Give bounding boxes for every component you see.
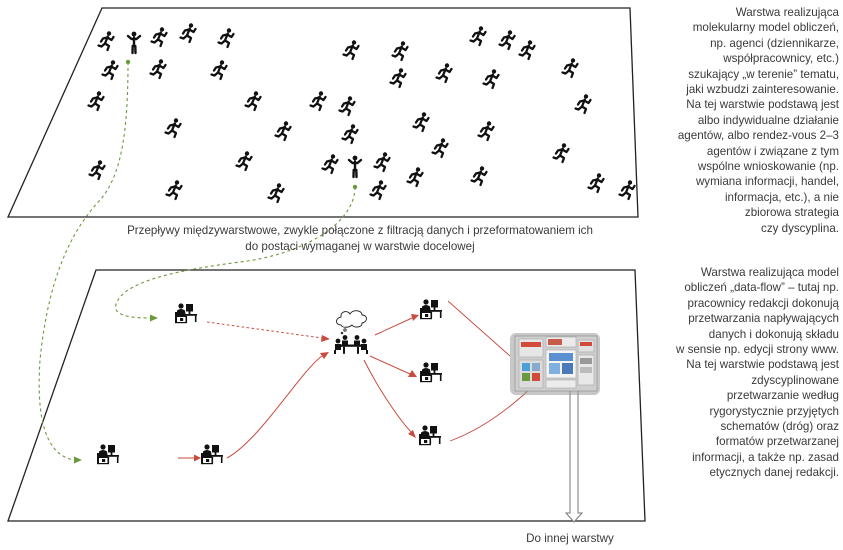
text-line: danych i dokonują składu — [708, 327, 839, 341]
text-line: jaki wzbudzi zainteresowanie. — [686, 83, 839, 97]
data-flow-arrowheads — [194, 314, 419, 462]
thought-cloud-icon — [336, 310, 367, 335]
text-line: rygorystycznie przyjętych — [709, 404, 839, 418]
output-label: Do innej warstwy — [526, 532, 614, 545]
text-line: szukający „w terenie” tematu, — [688, 67, 839, 81]
text-line: formatów przetwarzanej — [715, 435, 839, 449]
text-line: obliczeń „data-flow” – tutaj np. — [684, 281, 839, 295]
text-line: pracownicy redakcji dokonują — [687, 296, 839, 310]
text-line: zbiorowa strategia — [744, 206, 839, 220]
text-line: przetwarzanie według — [726, 389, 839, 403]
output-arrow — [564, 381, 584, 523]
flow-arrowhead — [150, 314, 158, 322]
text-line: Warstwa realizująca — [735, 6, 839, 19]
text-line: czy dyscyplina. — [761, 221, 839, 235]
text-line: informacji, a także np. zasad — [692, 450, 839, 464]
text-line: zdyscyplinowane — [751, 373, 839, 387]
text-line: wymiana informacji, handel, — [695, 175, 839, 189]
text-line: schematów (dróg) oraz — [720, 420, 839, 434]
text-line: agentów, albo rendez-vous 2–3 — [677, 129, 839, 143]
text-line: molekularny model obliczeń, — [692, 21, 839, 35]
text-line: Na tej warstwie podstawą jest — [686, 358, 839, 372]
text-line: współpracownicy, etc.) — [723, 52, 839, 66]
flow-start-dot — [352, 184, 358, 190]
text-line: etycznych danej redakcji. — [709, 466, 839, 480]
inter-layer-flows — [38, 61, 356, 461]
text-line: wspólne wnioskowanie (np. — [697, 160, 839, 174]
text-line: przetwarzania napływających — [688, 312, 839, 326]
bottom-layer-description: Warstwa realizująca model obliczeń „data-… — [676, 265, 839, 481]
top-layer-plane — [6, 7, 639, 218]
text-line: do postaci wymaganej w warstwie docelowe… — [245, 240, 475, 253]
text-line: w sensie np. edycji strony www. — [675, 343, 839, 357]
inter-layer-flow-label: Przepływy międzywarstwowe, zwykle połącz… — [60, 223, 660, 255]
flow-arrowhead — [74, 456, 82, 464]
website-collage-icon — [510, 333, 600, 395]
text-line: albo indywidualne działanie — [697, 113, 839, 127]
text-line: Warstwa realizująca model — [700, 266, 839, 279]
text-line: Na tej warstwie podstawą jest — [686, 98, 839, 112]
bottom-layer-plane — [7, 269, 646, 522]
data-flow-arrows — [178, 300, 534, 459]
top-layer-description: Warstwa realizująca molekularny model obl… — [678, 5, 839, 236]
text-line: np. agenci (dziennikarze, — [710, 36, 839, 50]
text-line: agentów i związane z tym — [706, 144, 839, 158]
text-line: Przepływy międzywarstwowe, zwykle połącz… — [127, 224, 593, 237]
flow-start-dot — [125, 59, 131, 65]
text-line: informacja, etc.), a nie — [724, 190, 839, 204]
